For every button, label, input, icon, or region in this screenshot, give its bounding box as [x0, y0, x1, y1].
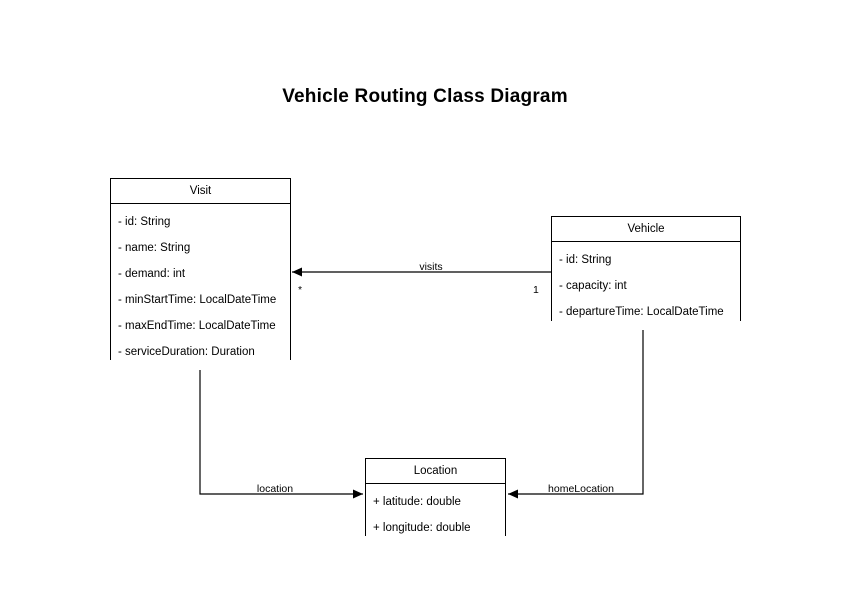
uml-attribute: - departureTime: LocalDateTime [559, 306, 724, 318]
uml-class-name-location: Location [366, 459, 505, 484]
edge-label-vehicle-visits: visits [419, 261, 443, 273]
edge-arrowhead [508, 489, 518, 499]
uml-class-visit[interactable]: Visit - id: String - name: String - demand:… [110, 178, 291, 370]
uml-class-name-vehicle: Vehicle [552, 217, 740, 242]
edge-arrowhead [292, 267, 302, 277]
uml-attribute: - name: String [118, 242, 191, 254]
uml-attribute: - maxEndTime: LocalDateTime [118, 320, 276, 332]
uml-class-name-visit: Visit [111, 179, 290, 204]
page-title: Vehicle Routing Class Diagram [282, 86, 568, 107]
multiplicity-source-vehicle-visits: 1 [533, 284, 539, 296]
uml-attribute: - serviceDuration: Duration [118, 346, 255, 358]
uml-attribute: - capacity: int [559, 280, 627, 292]
edge-label-vehicle-homelocation: homeLocation [548, 483, 614, 495]
uml-attribute: + longitude: double [373, 522, 471, 534]
uml-class-vehicle[interactable]: Vehicle - id: String - capacity: int - depa… [551, 216, 741, 330]
multiplicity-target-vehicle-visits: * [298, 284, 303, 296]
uml-attribute-list-location: + latitude: double + longitude: double [366, 484, 505, 546]
uml-class-location[interactable]: Location + latitude: double + longitude: d… [365, 458, 506, 546]
uml-attribute-list-vehicle: - id: String - capacity: int - departureTi… [552, 242, 740, 330]
edge-label-visit-location: location [256, 483, 294, 495]
uml-attribute: - minStartTime: LocalDateTime [118, 294, 277, 306]
edge-line [199, 360, 363, 495]
edge-arrowhead [353, 489, 363, 499]
edge-vehicle-homelocation[interactable] [508, 321, 644, 499]
uml-attribute-list-visit: - id: String - name: String - demand: int -… [111, 204, 290, 370]
uml-attribute: + latitude: double [373, 496, 461, 508]
uml-attribute: - demand: int [118, 268, 186, 280]
uml-attribute: - id: String [118, 216, 171, 228]
edge-line [508, 321, 644, 495]
edge-visit-location[interactable] [199, 360, 363, 499]
uml-attribute: - id: String [559, 254, 612, 266]
